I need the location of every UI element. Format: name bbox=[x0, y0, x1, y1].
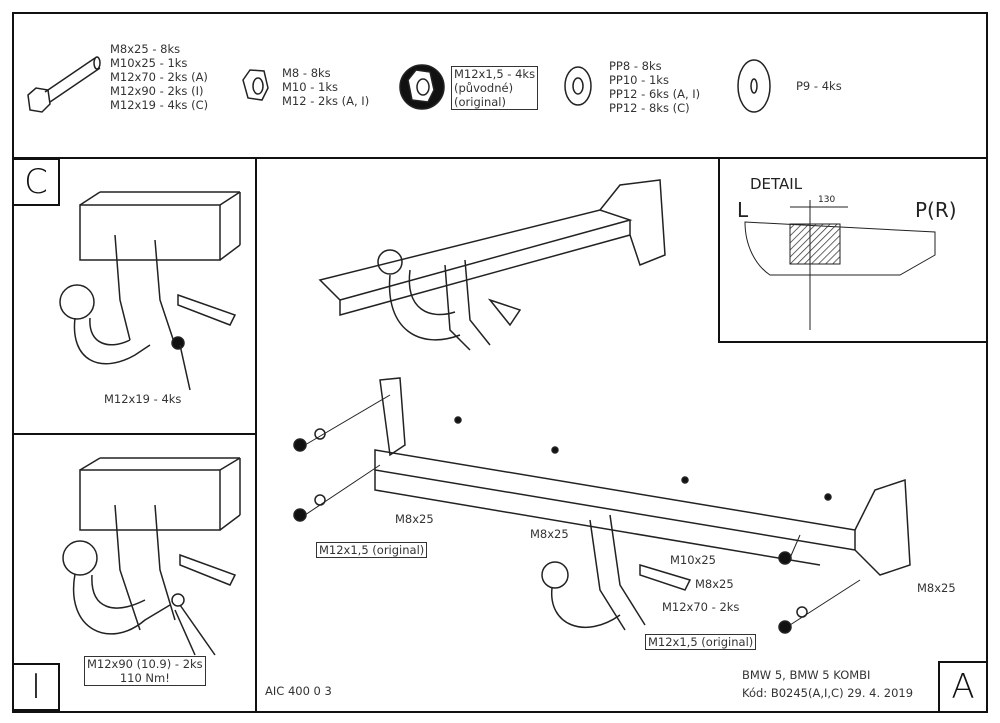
bolt-item: M8x25 - 8ks bbox=[110, 42, 181, 56]
tow-bar-exploded-drawing bbox=[293, 377, 911, 634]
washer-item: PP12 - 6ks (A, I) bbox=[609, 87, 701, 101]
panel-c-label: M12x19 - 4ks bbox=[104, 392, 182, 406]
drawing-frame bbox=[12, 12, 988, 713]
detail-dimension: 130 bbox=[818, 195, 836, 205]
washer-item: PP8 - 8ks bbox=[609, 59, 662, 73]
label-m8x25: M8x25 bbox=[917, 581, 956, 595]
washer-list: PP8 - 8ks PP10 - 1ks PP12 - 6ks (A, I) P… bbox=[609, 59, 700, 115]
divider bbox=[255, 157, 257, 713]
panel-a-letter: A bbox=[938, 661, 988, 713]
large-washer-item: P9 - 4ks bbox=[796, 79, 842, 93]
bolt-item: M10x25 - 1ks bbox=[110, 56, 188, 70]
label-original-nut: M12x1,5 (original) bbox=[645, 634, 757, 650]
washer-item: PP10 - 1ks bbox=[609, 73, 669, 87]
bolt-list: M8x25 - 8ks M10x25 - 1ks M12x70 - 2ks (A… bbox=[110, 42, 208, 112]
nut-item: M8 - 8ks bbox=[282, 66, 331, 80]
detail-left-label: L bbox=[737, 198, 749, 222]
bolt-item: M12x19 - 4ks (C) bbox=[110, 98, 209, 112]
nut-list: M8 - 8ks M10 - 1ks M12 - 2ks (A, I) bbox=[282, 66, 369, 108]
drawing-code: AIC 400 0 3 bbox=[265, 684, 332, 698]
label-m10x25: M10x25 bbox=[670, 553, 716, 567]
panel-i-label-line: 110 Nm! bbox=[119, 671, 170, 685]
label-m8x25: M8x25 bbox=[530, 527, 569, 541]
detail-title: DETAIL bbox=[750, 175, 803, 193]
nut-icon bbox=[242, 69, 269, 101]
detail-right-label: P(R) bbox=[915, 198, 957, 222]
tow-bar-assembled-drawing bbox=[318, 179, 666, 351]
nut-item: M12 - 2ks (A, I) bbox=[282, 94, 370, 108]
label-m8x25: M8x25 bbox=[695, 577, 734, 591]
bolt-item: M12x90 - 2ks (I) bbox=[110, 84, 204, 98]
flange-nut-item: M12x1,5 - 4ks bbox=[454, 67, 536, 81]
panel-i-label: M12x90 (10.9) - 2ks 110 Nm! bbox=[84, 656, 206, 686]
flange-nut-icon bbox=[399, 64, 445, 110]
nut-item: M10 - 1ks bbox=[282, 80, 338, 94]
bolt-icon bbox=[27, 56, 101, 113]
tow-bar-i-drawing bbox=[62, 457, 241, 656]
panel-i-letter: I bbox=[12, 663, 60, 711]
large-washer-icon bbox=[737, 59, 771, 113]
detail-box bbox=[718, 157, 988, 343]
washer-item: PP12 - 8ks (C) bbox=[609, 101, 690, 115]
panel-c-letter: C bbox=[12, 158, 60, 206]
tow-bar-c-drawing bbox=[59, 191, 241, 391]
divider bbox=[12, 157, 988, 159]
label-m8x25: M8x25 bbox=[395, 512, 434, 526]
washer-icon bbox=[564, 66, 592, 106]
bolt-item: M12x70 - 2ks (A) bbox=[110, 70, 208, 84]
flange-nut-list: M12x1,5 - 4ks (původné) (original) bbox=[451, 66, 539, 110]
flange-nut-item: (původné) bbox=[454, 81, 514, 95]
panel-i-label-line: M12x90 (10.9) - 2ks bbox=[87, 657, 203, 671]
divider bbox=[12, 433, 256, 435]
flange-nut-item: (original) bbox=[454, 95, 506, 109]
label-m12x70: M12x70 - 2ks bbox=[662, 600, 740, 614]
detail-drawing bbox=[744, 200, 936, 330]
vehicle-label: BMW 5, BMW 5 KOMBI bbox=[742, 668, 871, 682]
label-original-nut: M12x1,5 (original) bbox=[316, 542, 428, 558]
product-code: Kód: B0245(A,I,C) 29. 4. 2019 bbox=[742, 686, 914, 700]
